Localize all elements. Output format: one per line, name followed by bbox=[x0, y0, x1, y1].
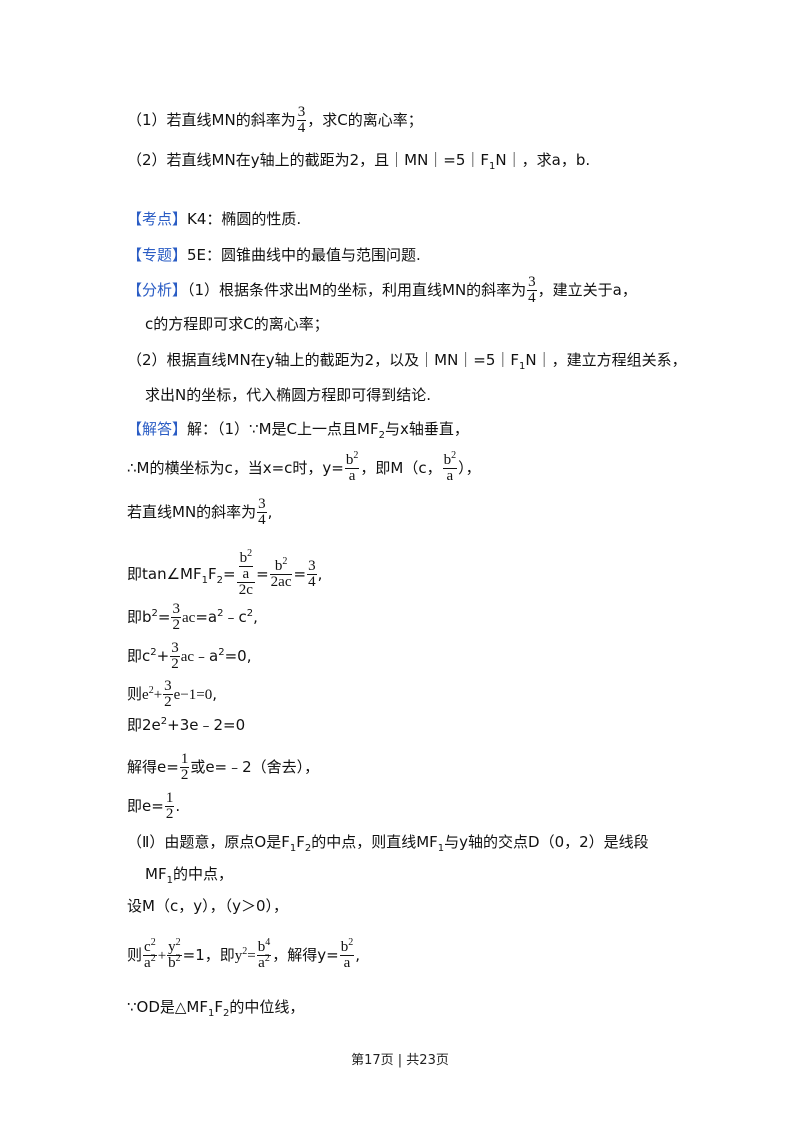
fenxi-label: 【分析】 bbox=[127, 281, 188, 299]
solution-line-2e: 即2e2+3e﹣2=0 bbox=[127, 716, 246, 734]
part2-line-e: ∵OD是△MF1F2的中位线， bbox=[127, 998, 305, 1019]
zhuanti-label: 【专题】 bbox=[127, 246, 188, 264]
jieda-label: 【解答】 bbox=[127, 420, 188, 438]
part2-line-a: （Ⅱ）由题意，原点O是F1F2的中点，则直线MF1与y轴的交点D（0，2）是线段 bbox=[127, 833, 649, 854]
part2-line-b: MF1的中点， bbox=[145, 865, 233, 886]
question-2: （2）若直线MN在y轴上的截距为2，且｜MN｜=5｜F1N｜，求a，b. bbox=[127, 151, 591, 172]
page-footer: 第17页 | 共23页 bbox=[351, 1053, 449, 1068]
fenxi-line-4: 求出N的坐标，代入椭圆方程即可得到结论. bbox=[145, 386, 431, 404]
jieda-line: 【解答】解：（1）∵M是C上一点且MF2与x轴垂直， bbox=[127, 420, 469, 441]
kaodian-label: 【考点】 bbox=[127, 210, 188, 228]
fenxi-line-2: c的方程即可求C的离心率； bbox=[145, 315, 329, 333]
fenxi-line-3: （2）根据直线MN在y轴上的截距为2，以及｜MN｜=5｜F1N｜，建立方程组关系… bbox=[127, 351, 687, 372]
zhuanti-line: 【专题】5E：圆锥曲线中的最值与范围问题. bbox=[127, 246, 421, 264]
part2-line-c: 设M（c，y），（y＞0）， bbox=[127, 897, 288, 915]
kaodian-line: 【考点】K4：椭圆的性质. bbox=[127, 210, 302, 228]
